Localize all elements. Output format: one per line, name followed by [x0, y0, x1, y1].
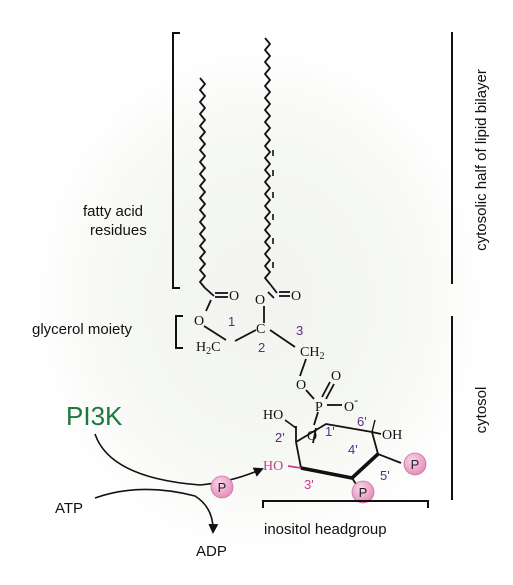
inositol-headgroup-bracket [262, 500, 429, 508]
carbonyl-oxygen-1: O [229, 289, 239, 304]
phosphate-bridge-oxygen: O [296, 378, 306, 393]
glycerol-h2c: H2C [196, 340, 220, 357]
ester-oxygen-2: O [255, 293, 265, 308]
hydroxyl-c6: OH [382, 428, 402, 443]
inositol-ring: HO HO OH 1' 2' 3' 4' 5' 6' [263, 408, 402, 492]
fatty-acid-label-line2: residues [90, 222, 147, 239]
pi3k-enzyme-label: PI3K [66, 401, 123, 431]
phosphate-ball-c5: P [403, 452, 427, 476]
phosphodiester-group: O P O O- O [296, 369, 358, 444]
glycerol-carbon-3-number: 3 [296, 323, 303, 338]
fatty-acid-label-line1: fatty acid [83, 203, 143, 220]
unsaturated-fatty-acid-chain [264, 37, 271, 285]
glycerol-carbon-1-number: 1 [228, 314, 235, 329]
hydroxyl-c2: HO [263, 408, 283, 423]
glycerol-ch2: CH2 [300, 345, 324, 362]
glycerol-moiety-label: glycerol moiety [32, 321, 133, 338]
phosphate-ball-c4: P [351, 480, 375, 504]
carbonyl-oxygen-2: O [291, 289, 301, 304]
glycerol-backbone: H2C C CH2 1 2 3 [196, 306, 324, 377]
ester-group-sn1: O O [194, 287, 239, 329]
phosphoryl-oxygen: O [331, 369, 341, 384]
inositol-carbon-2-number: 2' [275, 430, 285, 445]
inositol-carbon-4-number: 4' [348, 442, 358, 457]
atp-to-adp-arrow [94, 488, 219, 534]
glycerol-carbon-2-number: 2 [258, 340, 265, 355]
inositol-carbon-1-number: 1' [325, 424, 335, 439]
ester-group-sn2: O O [255, 283, 301, 308]
svg-text:P: P [359, 485, 368, 500]
glycerol-c2: C [256, 322, 265, 337]
cytosol-label: cytosol [473, 387, 490, 434]
phosphate-anionic-oxygen: O- [344, 393, 358, 415]
inositol-carbon-5-number: 5' [380, 468, 390, 483]
saturated-fatty-acid-chain [199, 77, 206, 289]
inositol-carbon-3-number: 3' [304, 477, 314, 492]
ester-oxygen-1: O [194, 314, 204, 329]
phosphorus-atom: P [315, 400, 323, 415]
svg-text:P: P [411, 457, 420, 472]
inositol-carbon-6-number: 6' [357, 414, 367, 429]
atp-label: ATP [55, 500, 83, 517]
transferred-phosphate-ball: P [210, 475, 234, 499]
phosphate-transfer-arrow [94, 433, 264, 486]
inositol-headgroup-label: inositol headgroup [264, 521, 387, 538]
inositol-linking-oxygen: O [307, 429, 317, 444]
fatty-acid-bracket [172, 32, 180, 289]
hydroxyl-c3-phosphorylation-site: HO [263, 459, 283, 474]
svg-text:P: P [218, 480, 227, 495]
glycerol-bracket [175, 315, 183, 349]
cytosolic-half-label: cytosolic half of lipid bilayer [473, 69, 490, 251]
adp-label: ADP [196, 543, 227, 560]
